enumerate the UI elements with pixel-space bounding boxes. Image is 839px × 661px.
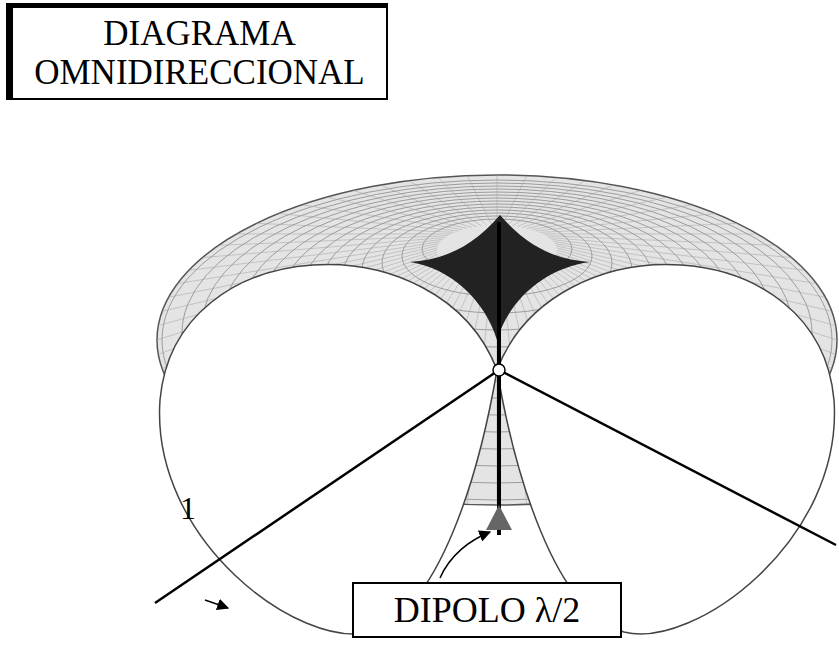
mesh-line: [497, 175, 498, 225]
mesh-line: [539, 223, 737, 232]
angle-arrow: [205, 600, 228, 608]
mesh-line: [518, 185, 614, 227]
section-lobe: [160, 265, 497, 634]
mesh-line: [467, 176, 491, 225]
feed-symbol: [486, 505, 512, 530]
mesh-line: [549, 238, 791, 258]
y-axis: [499, 370, 836, 545]
mesh-line: [438, 178, 487, 226]
box-text: DIPOLO λ/2: [394, 590, 580, 630]
section-lobe: [497, 265, 834, 634]
leader-line: [440, 532, 490, 578]
box-text: DIAGRAMA OMNIDIRECCIONAL: [21, 14, 378, 92]
mesh-line: [381, 185, 477, 227]
title-box: DIAGRAMA OMNIDIRECCIONAL: [6, 3, 388, 100]
mesh-line: [546, 236, 775, 246]
mesh-line: [507, 178, 556, 226]
origin-dot: [493, 364, 505, 376]
mesh-line: [218, 236, 447, 246]
mesh-line: [531, 205, 692, 230]
label-box: DIPOLO λ/2: [352, 582, 622, 638]
mesh-line: [502, 176, 526, 225]
axis-number: 1: [180, 490, 196, 527]
mesh-line: [527, 197, 667, 228]
mesh-line: [203, 238, 445, 258]
x-axis: [155, 370, 499, 603]
mesh-line: [278, 214, 458, 231]
mesh-line: [409, 181, 481, 226]
dipole-element: [497, 222, 501, 535]
mesh-line: [237, 233, 451, 234]
mesh-line: [327, 197, 467, 228]
mesh-line: [543, 233, 757, 234]
